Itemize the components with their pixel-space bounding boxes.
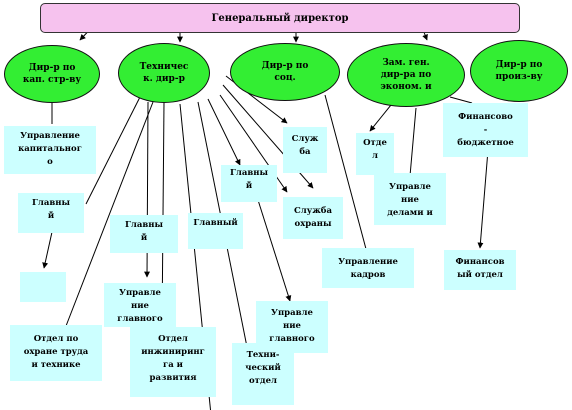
- unit-label: Отдел по охране труда и технике: [23, 334, 89, 370]
- unit-label: Техни- ческий отдел: [245, 350, 281, 386]
- connector-line: [449, 96, 473, 104]
- finance-department-box: Финансов ый отдел: [444, 250, 516, 290]
- technical-director-oval: Техничес к. дир-р: [118, 43, 210, 103]
- unit-label: Управление капитальног о: [18, 131, 82, 167]
- section-box: Отде л: [356, 133, 394, 175]
- unit-label: Управле ние делами и: [387, 182, 433, 218]
- unit-label: Управле ние главного: [269, 308, 315, 344]
- production-director-oval: Дир-р по произ-ву: [470, 40, 568, 102]
- connector-line: [207, 98, 241, 166]
- security-service-box: Служба охраны: [283, 197, 343, 239]
- unit-label: Главны й: [31, 198, 71, 221]
- engineering-development-box: Отдел инжиниринг га и развития: [130, 327, 216, 397]
- chief-box-middle: Главны й: [110, 215, 178, 253]
- deputy-economics-label: Зам. ген. дир-ра по эконом. и: [380, 58, 432, 92]
- unit-label: Финансово - бюджетное: [457, 112, 514, 148]
- capital-construction-director-oval: Дир-р по кап. стр-ву: [4, 45, 100, 103]
- production-director-label: Дир-р по произ-ву: [495, 60, 543, 82]
- chief-management-box-left: Управле ние главного: [104, 283, 176, 327]
- unit-label: Финансов ый отдел: [455, 257, 505, 280]
- chief-box-narrow: Главный: [188, 213, 243, 249]
- technical-department-box: Техни- ческий отдел: [232, 343, 294, 405]
- capital-construction-department-box: Управление капитальног о: [4, 126, 96, 174]
- general-director-box: Генеральный директор: [40, 3, 520, 33]
- connector-line: [257, 199, 292, 302]
- finance-budget-box: Финансово - бюджетное: [443, 103, 528, 157]
- labor-safety-box: Отдел по охране труда и технике: [10, 325, 102, 381]
- chief-box-center: Главны й: [221, 165, 277, 202]
- general-director-title: Генеральный директор: [211, 12, 349, 24]
- service-box: Служ ба: [283, 127, 327, 173]
- hr-department-box: Управление кадров: [322, 248, 414, 288]
- unit-label: Главны й: [124, 220, 164, 243]
- unit-label: Отде л: [363, 138, 387, 161]
- unit-label: Управление кадров: [338, 257, 398, 280]
- technical-director-label: Техничес к. дир-р: [139, 62, 189, 84]
- connector-line: [324, 94, 367, 250]
- social-director-oval: Дир-р по соц.: [230, 43, 340, 101]
- unit-label: Служ ба: [291, 134, 319, 157]
- connector-line: [85, 96, 141, 205]
- deputy-economics-oval: Зам. ген. дир-ра по эконом. и: [347, 43, 465, 107]
- connector-line: [477, 149, 489, 249]
- capital-construction-director-label: Дир-р по кап. стр-ву: [22, 63, 82, 85]
- unit-label: Служба охраны: [294, 206, 332, 229]
- unit-label: Главный: [193, 218, 238, 228]
- chief-box-left: Главны й: [18, 193, 84, 233]
- unit-label: Отдел инжиниринг га и развития: [141, 334, 205, 383]
- unit-label: Управле ние главного: [117, 288, 163, 324]
- connector-line: [42, 231, 53, 269]
- unit-label: Главны й: [229, 168, 269, 191]
- connector-line: [409, 107, 417, 177]
- empty-box: [20, 272, 66, 302]
- connector-line: [65, 101, 154, 327]
- social-director-label: Дир-р по соц.: [261, 61, 309, 83]
- office-management-box: Управле ние делами и: [374, 173, 446, 225]
